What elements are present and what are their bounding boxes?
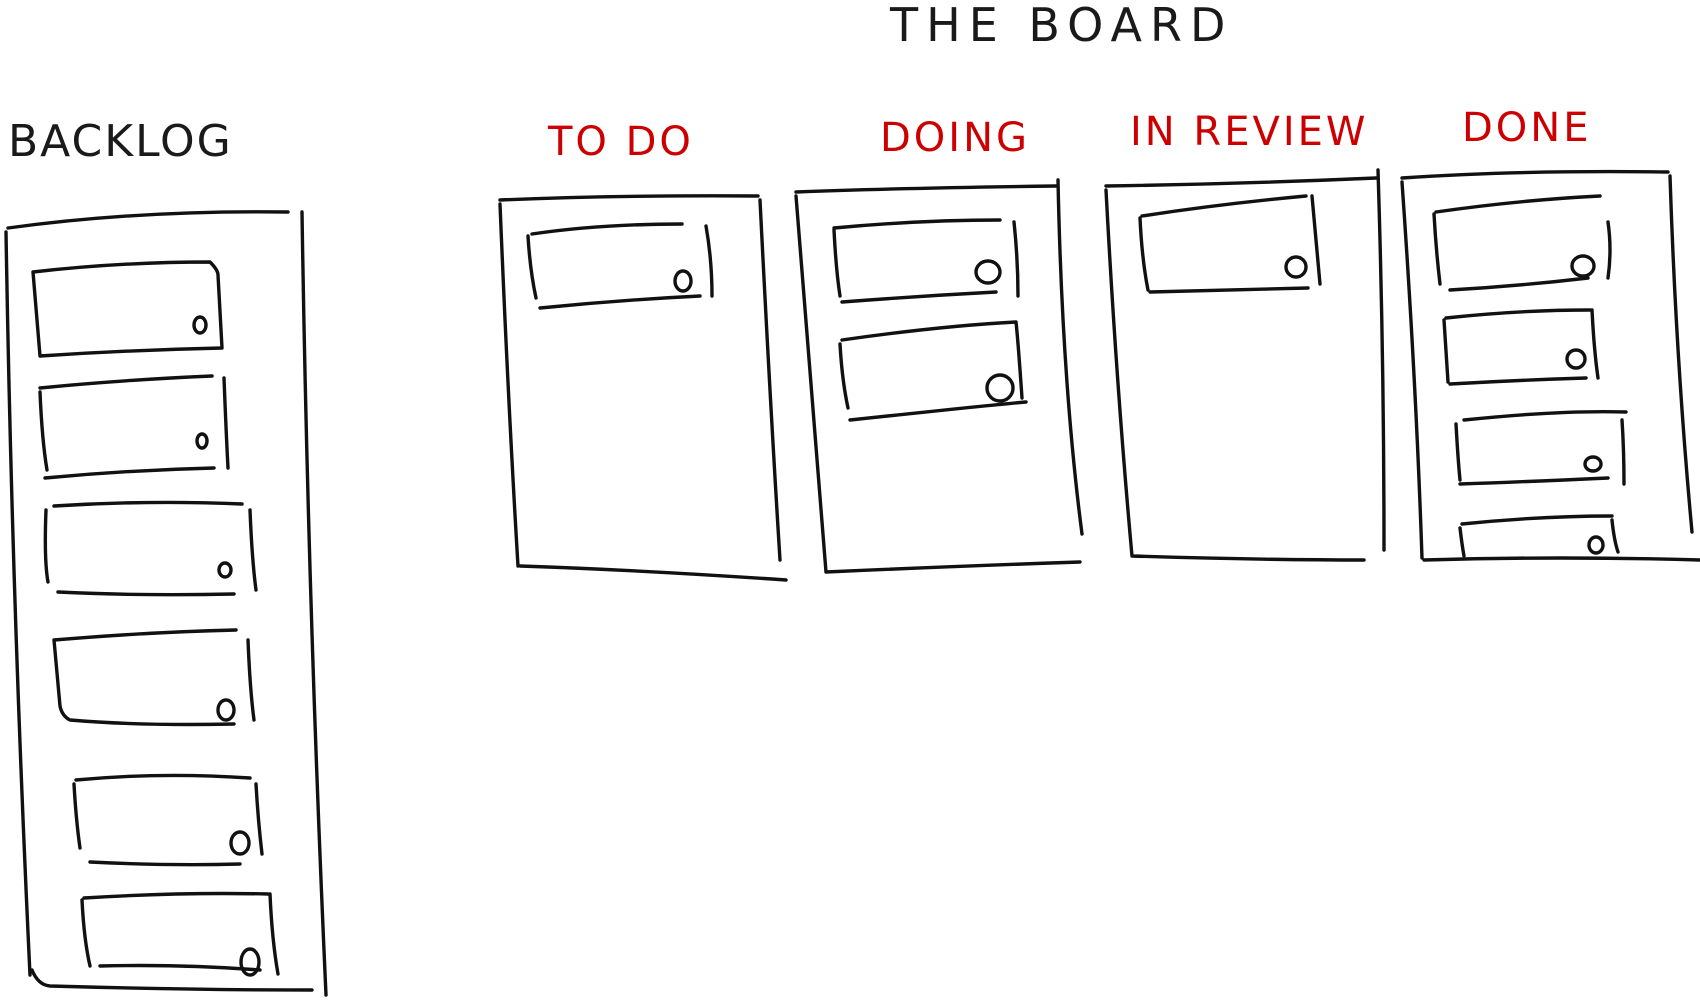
board-title: THE BOARD (890, 0, 1234, 52)
small-circle-icon (985, 373, 1015, 403)
backlog-label: BACKLOG (8, 116, 233, 167)
small-circle-icon (1284, 255, 1308, 279)
small-circle-icon (1583, 455, 1603, 473)
doing-column (794, 178, 1084, 574)
column-label-done: DONE (1462, 105, 1592, 151)
backlog-card (38, 374, 230, 480)
backlog-card (52, 628, 256, 727)
done-column-frame (1400, 169, 1700, 562)
doing-column-frame (794, 178, 1084, 574)
in-review-column-frame (1104, 168, 1386, 562)
backlog-column-frame (4, 210, 328, 997)
small-circle-icon (1565, 348, 1587, 370)
column-label-doing: DOING (880, 115, 1030, 161)
small-circle-icon (974, 259, 1002, 285)
small-circle-icon (229, 830, 251, 856)
small-circle-icon (673, 269, 693, 293)
column-label-todo: TO DO (548, 119, 694, 165)
done-card (1442, 308, 1600, 386)
small-circle-icon (1570, 254, 1596, 278)
backlog-card (31, 260, 224, 358)
small-circle-icon (195, 432, 209, 450)
todo-card (526, 222, 714, 310)
todo-column (498, 194, 788, 582)
backlog-card (80, 891, 280, 977)
backlog-card (43, 500, 258, 597)
small-circle-icon (216, 698, 236, 722)
doing-card (832, 218, 1020, 304)
backlog-card (72, 773, 264, 867)
backlog-column (4, 210, 328, 997)
done-column (1400, 169, 1700, 562)
in-review-column (1104, 168, 1386, 562)
column-label-in-review: IN REVIEW (1130, 109, 1369, 155)
small-circle-icon (1587, 535, 1605, 555)
done-card (1458, 514, 1620, 558)
small-circle-icon (239, 947, 261, 977)
done-card (1454, 409, 1628, 486)
small-circle-icon (217, 561, 233, 579)
done-card (1432, 194, 1612, 292)
in-review-card (1138, 194, 1322, 294)
small-circle-icon (192, 315, 208, 335)
doing-card (838, 320, 1028, 422)
todo-column-frame (498, 194, 788, 582)
